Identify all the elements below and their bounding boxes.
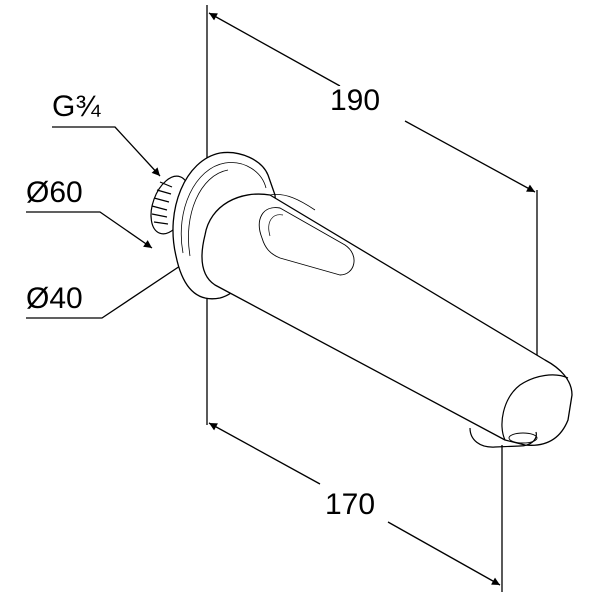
leader-thread [52, 126, 161, 177]
dimension-line-190 [208, 12, 341, 87]
rosette-diameter-callout: Ø60 [26, 176, 83, 209]
dimension-190-label: 190 [330, 84, 381, 117]
spout-body [201, 193, 573, 448]
spout-diameter-callout: Ø40 [26, 282, 83, 315]
leader-rosette [26, 211, 153, 249]
thread-callout: G¾ [52, 90, 101, 123]
dimension-line-170 [208, 422, 321, 485]
leader-spout [26, 257, 193, 319]
dimension-170-label: 170 [325, 488, 376, 521]
